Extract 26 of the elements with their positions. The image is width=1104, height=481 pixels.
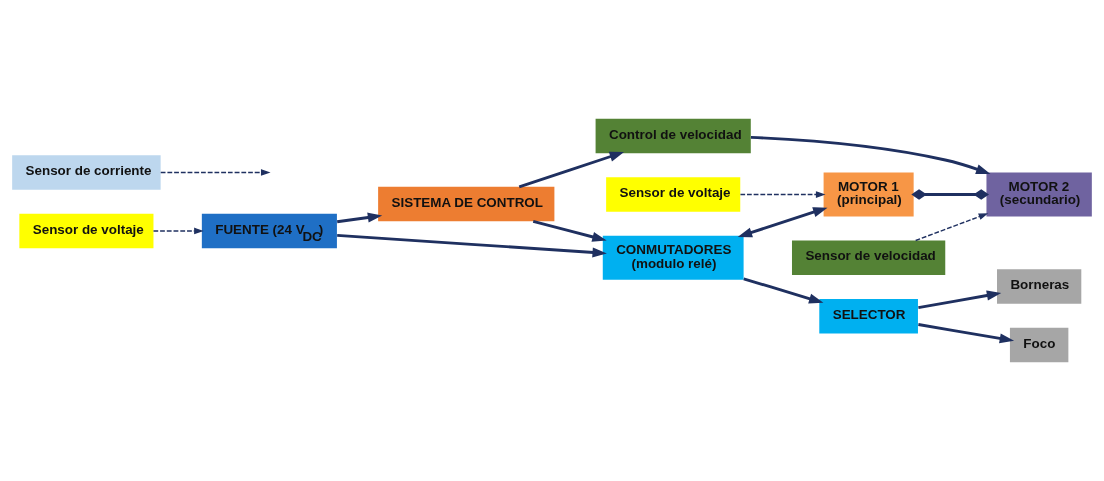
arrow — [918, 323, 1015, 344]
node-box: Foco — [1009, 327, 1069, 363]
node-box: Sensor de voltaje — [19, 213, 154, 249]
node-box: SELECTOR — [819, 298, 918, 334]
node-box: Sensor de velocidad — [792, 240, 946, 275]
arrow — [152, 227, 204, 235]
node-box: Sensor de voltaje — [606, 177, 741, 212]
arrow — [750, 135, 991, 174]
arrow — [743, 277, 824, 304]
node-box: CONMUTADORES (modulo relé) — [602, 235, 744, 280]
arrow — [737, 207, 828, 238]
node-box: SISTEMA DE CONTROL — [378, 186, 555, 222]
arrow — [336, 212, 383, 224]
arrow — [532, 220, 607, 242]
node-box: Control de velocidad — [595, 118, 751, 154]
node-box: MOTOR 2 (secundario) — [986, 172, 1092, 217]
node-box: Borneras — [997, 269, 1082, 304]
node-box: Sensor de corriente — [12, 155, 161, 190]
node-box: MOTOR 1 (principal) — [823, 172, 914, 217]
arrow — [160, 169, 271, 176]
arrow — [518, 151, 625, 189]
arrow — [918, 290, 1002, 309]
arrow — [914, 213, 989, 242]
arrow — [739, 191, 826, 198]
arrow — [337, 233, 607, 258]
connector — [911, 189, 989, 200]
